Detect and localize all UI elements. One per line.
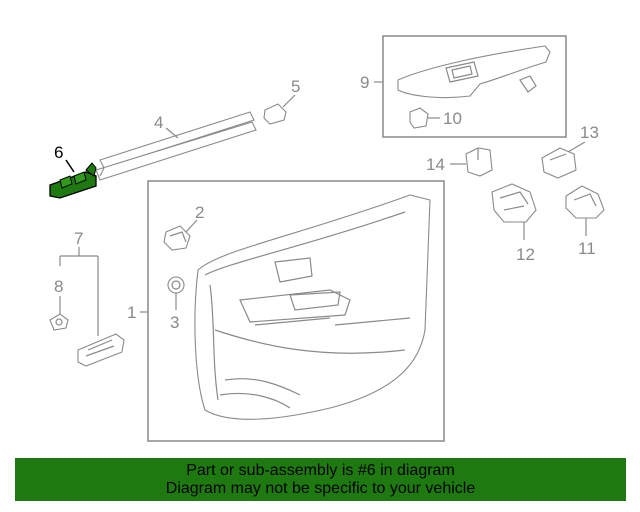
part-11-switch-assembly (565, 185, 605, 219)
leader-7-bracket (59, 247, 99, 336)
part-14-switch (465, 147, 493, 177)
callout-4: 4 (154, 113, 163, 132)
part-5-clip (263, 103, 287, 125)
armrest-frame (382, 35, 567, 138)
part-8-fastener (49, 313, 69, 331)
part-12-switch-assembly (491, 183, 537, 223)
callout-1: 1 (127, 303, 136, 322)
leader-2 (185, 219, 198, 233)
part-4-molding (95, 111, 257, 181)
callout-5: 5 (291, 77, 300, 96)
callout-9: 9 (360, 73, 369, 92)
leader-5 (282, 94, 296, 108)
banner-line-2: Diagram may not be specific to your vehi… (165, 480, 476, 497)
callout-8: 8 (54, 277, 63, 296)
banner-line-1: Part or sub-assembly is #6 in diagram (186, 462, 455, 479)
callout-12: 12 (516, 245, 535, 264)
callout-3: 3 (170, 313, 179, 332)
callout-10: 10 (443, 109, 462, 128)
door-trim-panel (194, 194, 431, 420)
part-2-clip (163, 225, 191, 251)
part-7-switch-base (77, 333, 125, 367)
callout-13: 13 (580, 123, 599, 142)
part-3-grommet (167, 276, 185, 294)
part-6-highlighted-switch-bezel (49, 162, 97, 199)
callout-2: 2 (195, 203, 204, 222)
leader-4 (165, 127, 179, 139)
door-panel-frame (147, 180, 445, 442)
callout-14: 14 (426, 155, 445, 174)
part-9-armrest (397, 45, 551, 99)
part-13-switch (541, 147, 577, 179)
callout-11: 11 (578, 239, 596, 258)
callout-6: 6 (54, 143, 63, 162)
info-banner: Part or sub-assembly is #6 in diagram Di… (15, 458, 626, 501)
part-10-clip (409, 107, 429, 129)
callout-7: 7 (74, 229, 83, 248)
parts-diagram: 1 2 3 4 5 6 7 8 (49, 35, 605, 442)
leader-6 (65, 159, 75, 173)
leader-13 (567, 141, 586, 153)
